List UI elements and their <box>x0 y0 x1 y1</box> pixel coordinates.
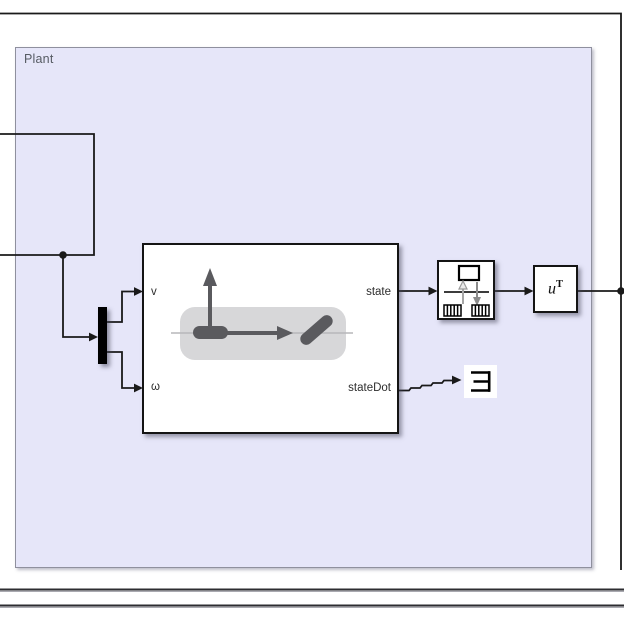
feedback-wire[interactable] <box>0 12 622 571</box>
transpose-label: uT <box>547 279 563 298</box>
v-arrowhead <box>134 287 143 296</box>
bottom-line-2-shadow <box>0 606 624 608</box>
terminator-icon <box>471 371 491 392</box>
input-loop-wire[interactable] <box>0 133 95 256</box>
bottom-line-2 <box>0 604 624 607</box>
omega-arrowhead <box>134 383 143 393</box>
demux-block[interactable] <box>98 307 107 364</box>
transpose-block[interactable]: uT <box>533 265 578 313</box>
transpose-arrowhead <box>524 286 534 296</box>
terminator-block[interactable] <box>464 365 497 398</box>
port-label-omega: ω <box>151 381 160 393</box>
port-label-state: state <box>366 286 391 298</box>
bottom-line-1 <box>0 588 624 591</box>
statedot-wire[interactable] <box>399 379 452 392</box>
buffer-frames-icon <box>443 264 490 317</box>
terminator-arrowhead <box>452 375 462 385</box>
port-label-v: v <box>151 286 157 298</box>
v-wire[interactable] <box>107 290 135 323</box>
plant-area-label: Plant <box>24 52 54 66</box>
demux-arrowhead <box>89 332 98 342</box>
robot-kinematics-block[interactable]: v ω state stateDot <box>142 243 399 434</box>
branch-dot-left[interactable] <box>59 251 67 259</box>
omega-wire[interactable] <box>107 351 135 389</box>
port-label-statedot: stateDot <box>348 382 391 394</box>
buffer-arrowhead <box>428 286 438 296</box>
branch-dot-right[interactable] <box>617 287 624 295</box>
differential-drive-robot-icon <box>171 268 353 360</box>
demux-input-wire[interactable] <box>62 255 89 338</box>
bottom-line-1-shadow <box>0 590 624 592</box>
buffer-block[interactable] <box>437 260 495 320</box>
